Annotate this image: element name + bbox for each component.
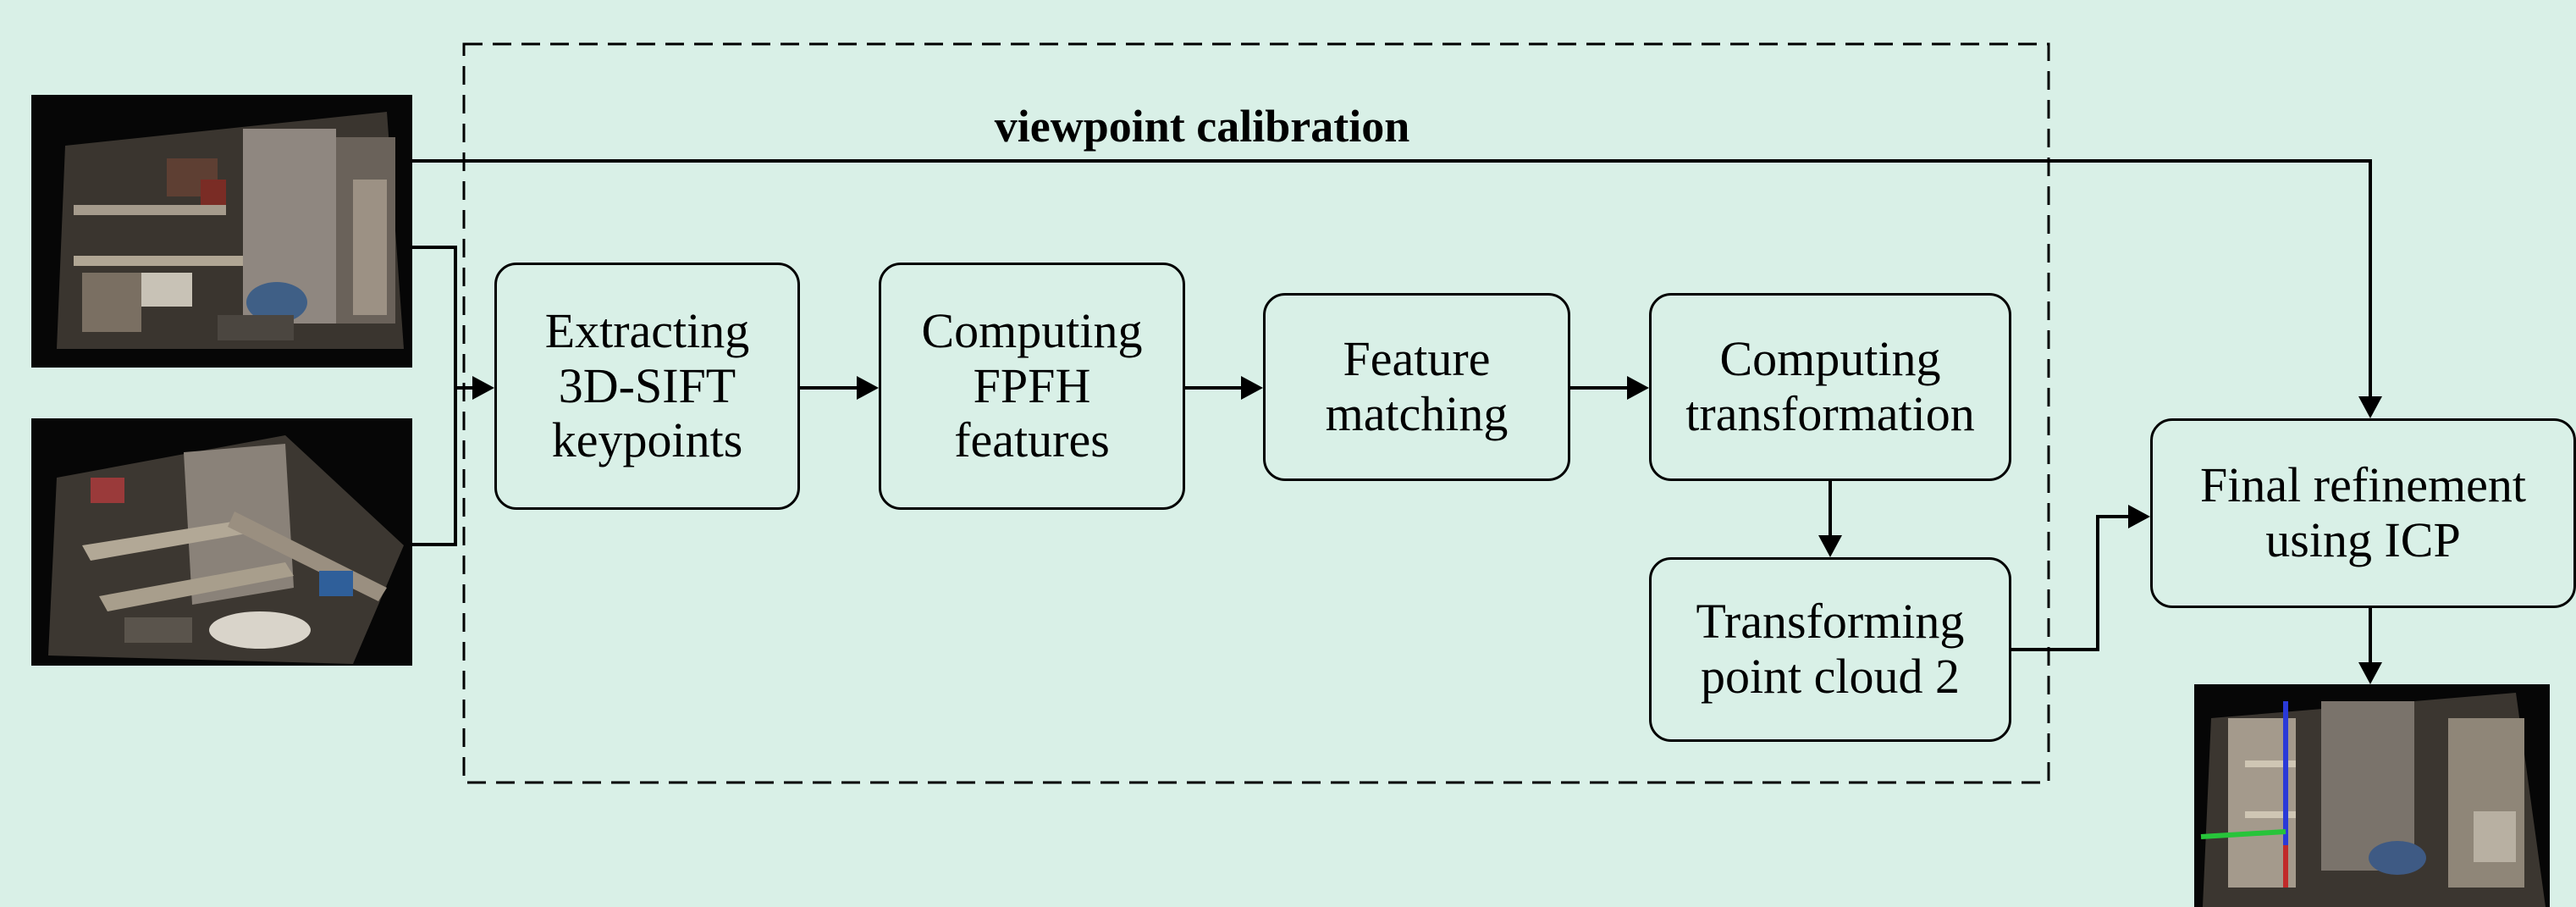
arrowhead-into-matching <box>1241 376 1263 400</box>
arrowhead-into-icp-top <box>2358 396 2382 418</box>
step-computing-fpfh-features: Computing FPFH features <box>879 263 1185 510</box>
arrowhead-into-icp-left <box>2128 505 2150 528</box>
connector-input-bracket <box>412 246 457 546</box>
connector-input1-to-icp <box>412 159 2372 398</box>
point-cloud-render <box>2194 684 2550 907</box>
viewpoint-calibration-group-border <box>462 42 2050 784</box>
connector-transform-cloud-to-icp <box>2011 515 2133 651</box>
point-cloud-render <box>31 418 412 666</box>
step-final-refinement-using-icp: Final refinement using ICP <box>2150 418 2576 608</box>
step-computing-transformation: Computing transformation <box>1649 293 2011 481</box>
arrowhead-into-output <box>2358 662 2382 684</box>
step-extracting-3d-sift-keypoints: Extracting 3D-SIFT keypoints <box>494 263 800 510</box>
point-cloud-render <box>31 95 412 368</box>
input-point-cloud-image-1 <box>31 95 412 368</box>
arrowhead-into-fpfh <box>857 376 879 400</box>
step-transforming-point-cloud-2: Transforming point cloud 2 <box>1649 557 2011 742</box>
arrowhead-into-extract <box>472 376 494 400</box>
arrowhead-into-transform <box>1627 376 1649 400</box>
arrowhead-into-transform-cloud <box>1818 535 1842 557</box>
output-merged-point-cloud-image <box>2194 684 2550 907</box>
input-point-cloud-image-2 <box>31 418 412 666</box>
viewpoint-calibration-label: viewpoint calibration <box>994 101 1410 152</box>
step-feature-matching: Feature matching <box>1263 293 1570 481</box>
